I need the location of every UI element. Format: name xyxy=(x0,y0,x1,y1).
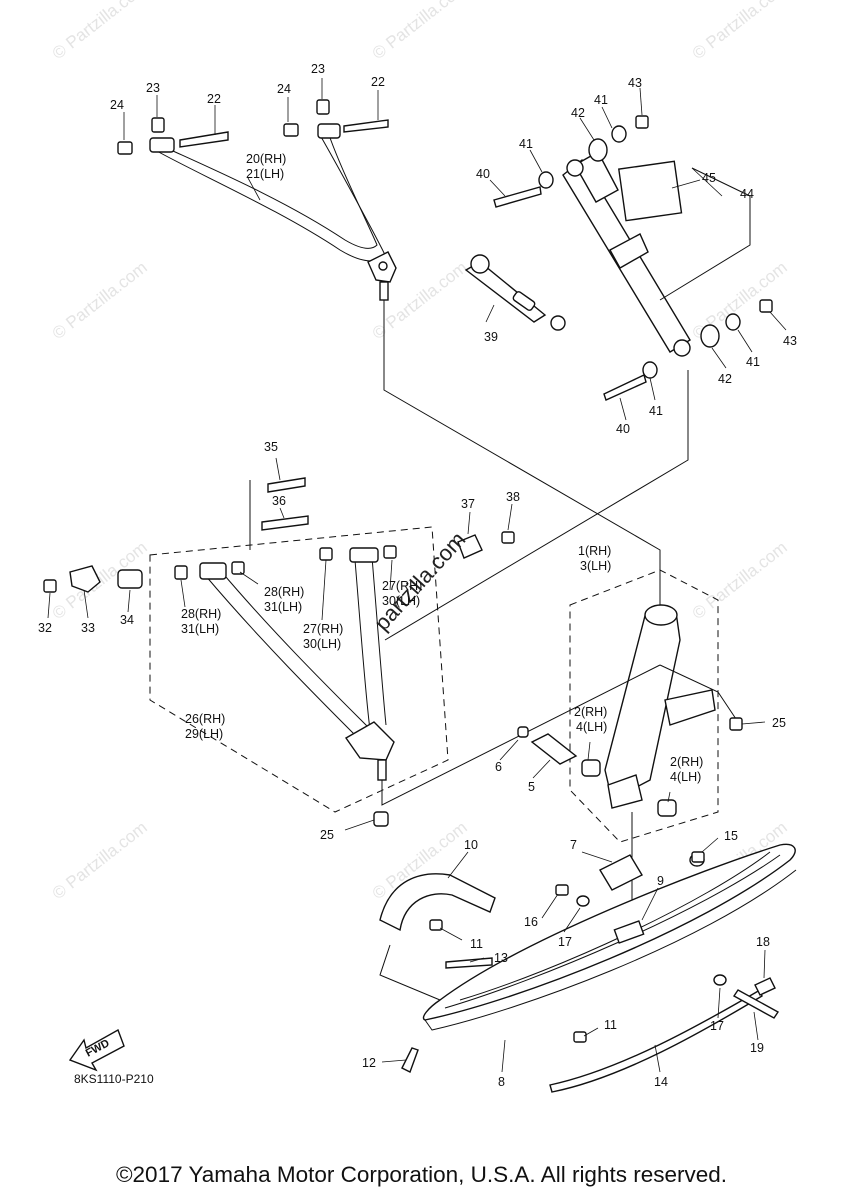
copyright-notice: ©2017 Yamaha Motor Corporation, U.S.A. A… xyxy=(115,1162,728,1187)
leader-shock-to-lower xyxy=(384,370,689,641)
callout-30-lh: 30(LH) xyxy=(382,594,420,608)
callout-2-rh: 2(RH) xyxy=(670,755,703,769)
callout-22: 22 xyxy=(207,92,221,106)
callout-32: 32 xyxy=(38,621,52,635)
callout-9: 9 xyxy=(657,874,664,888)
callout-20-rh: 20(RH) xyxy=(246,152,286,166)
callout-14: 14 xyxy=(654,1075,668,1089)
watermark: © Partzilla.com xyxy=(369,0,471,63)
spindle-bushings xyxy=(373,717,743,827)
watermark: © Partzilla.com xyxy=(49,0,151,63)
callout-12: 12 xyxy=(362,1056,376,1070)
watermark: © Partzilla.com xyxy=(689,0,791,63)
callout-21-lh: 21(LH) xyxy=(246,167,284,181)
ski-handle xyxy=(379,873,496,932)
callout-2-rh: 2(RH) xyxy=(574,705,607,719)
callout-39: 39 xyxy=(484,330,498,344)
callout-45: 45 xyxy=(702,171,716,185)
callout-41: 41 xyxy=(519,137,533,151)
leader-handle xyxy=(379,944,441,1001)
callout-25: 25 xyxy=(320,828,334,842)
callout-17: 17 xyxy=(558,935,572,949)
callout-34: 34 xyxy=(120,613,134,627)
callout-31-lh: 31(LH) xyxy=(181,622,219,636)
callout-33: 33 xyxy=(81,621,95,635)
callout-3-lh: 3(LH) xyxy=(580,559,611,573)
callout-42: 42 xyxy=(718,372,732,386)
callout-28-rh: 28(RH) xyxy=(264,585,304,599)
ski xyxy=(422,843,797,1031)
callout-28-rh: 28(RH) xyxy=(181,607,221,621)
leader-lower-pivot xyxy=(381,664,661,806)
callout-23: 23 xyxy=(311,62,325,76)
callout-19: 19 xyxy=(750,1041,764,1055)
callout-41: 41 xyxy=(594,93,608,107)
callout-22: 22 xyxy=(371,75,385,89)
callout-40: 40 xyxy=(476,167,490,181)
callout-41: 41 xyxy=(746,355,760,369)
callout-4-lh: 4(LH) xyxy=(670,770,701,784)
callout-8: 8 xyxy=(498,1075,505,1089)
callout-10: 10 xyxy=(464,838,478,852)
callout-24: 24 xyxy=(110,98,124,112)
callout-43: 43 xyxy=(628,76,642,90)
callout-24: 24 xyxy=(277,82,291,96)
lower-arm-dashed-outline xyxy=(149,526,449,813)
callout-23: 23 xyxy=(146,81,160,95)
leader-lines xyxy=(47,78,787,1073)
callout-26-rh: 26(RH) xyxy=(185,712,225,726)
callout-40: 40 xyxy=(616,422,630,436)
leader-spindle-axis xyxy=(659,664,739,723)
forward-arrow: FWD xyxy=(68,1028,125,1072)
callout-5: 5 xyxy=(528,780,535,794)
spindle-dashed-outline xyxy=(569,569,719,843)
callout-38: 38 xyxy=(506,490,520,504)
callout-11: 11 xyxy=(604,1018,617,1032)
callout-17: 17 xyxy=(710,1019,724,1033)
callout-4-lh: 4(LH) xyxy=(576,720,607,734)
watermark: © Partzilla.com xyxy=(49,258,151,344)
callout-35: 35 xyxy=(264,440,278,454)
wear-bar xyxy=(549,988,763,1093)
callout-labels: 24 23 22 24 23 22 20(RH) 21(LH) 43 41 42… xyxy=(38,62,797,1089)
callout-13: 13 xyxy=(494,951,508,965)
callout-30-lh: 30(LH) xyxy=(303,637,341,651)
callout-31-lh: 31(LH) xyxy=(264,600,302,614)
lower-a-arm xyxy=(199,547,395,781)
callout-29-lh: 29(LH) xyxy=(185,727,223,741)
callout-15: 15 xyxy=(724,829,738,843)
callout-44: 44 xyxy=(740,187,754,201)
ski-hardware xyxy=(401,851,780,1073)
callout-27-rh: 27(RH) xyxy=(382,579,422,593)
callout-11: 11 xyxy=(470,937,483,951)
part-39 xyxy=(464,254,566,331)
callout-41: 41 xyxy=(649,404,663,418)
shock-absorber xyxy=(493,115,773,401)
callout-36: 36 xyxy=(272,494,286,508)
callout-42: 42 xyxy=(571,106,585,120)
leader-upper-to-spindle xyxy=(383,300,661,615)
callout-43: 43 xyxy=(783,334,797,348)
callout-7: 7 xyxy=(570,838,577,852)
watermark: © Partzilla.com xyxy=(49,818,151,904)
callout-37: 37 xyxy=(461,497,475,511)
upper-a-arm xyxy=(149,123,397,301)
upper-arm-hardware xyxy=(117,99,389,155)
spindle xyxy=(581,604,716,817)
callout-1-rh: 1(RH) xyxy=(578,544,611,558)
callout-27-rh: 27(RH) xyxy=(303,622,343,636)
callout-16: 16 xyxy=(524,915,538,929)
watermark: © Partzilla.com xyxy=(689,538,791,624)
diagram-code: 8KS1110-P210 xyxy=(74,1072,154,1086)
callout-18: 18 xyxy=(756,935,770,949)
callout-6: 6 xyxy=(495,760,502,774)
callout-25: 25 xyxy=(772,716,786,730)
